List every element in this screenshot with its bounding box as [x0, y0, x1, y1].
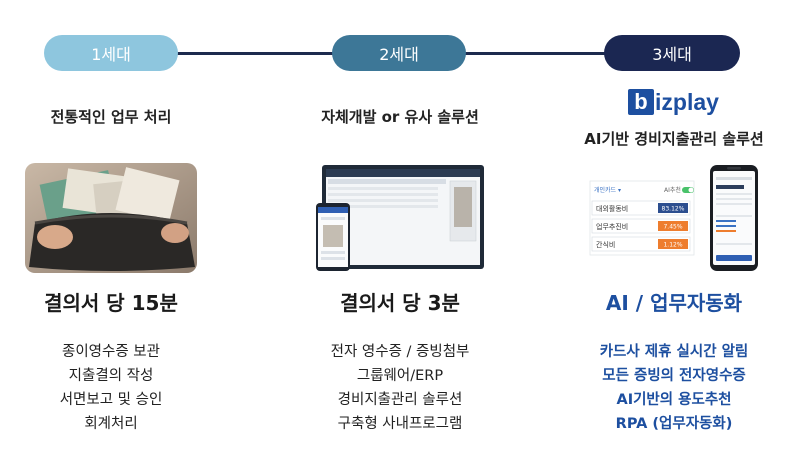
category-row-name: 간식비: [596, 240, 615, 249]
generation-2-pill: 2세대: [332, 35, 466, 71]
ai-toggle-label: AI추천: [664, 186, 681, 194]
feature-item: 그룹웨어/ERP: [356, 368, 444, 384]
feature-item: 카드사 제휴 실시간 알림: [599, 344, 749, 360]
category-row-name: 업무추진비: [596, 222, 628, 231]
app-card-header: 개인카드 ▾: [594, 186, 621, 194]
generation-2-features: 전자 영수증 / 증빙첨부 그룹웨어/ERP 경비지출관리 솔루션 구축형 사내…: [270, 340, 530, 436]
generation-3-features: 카드사 제휴 실시간 알림 모든 증빙의 전자영수증 AI기반의 용도추천 RP…: [544, 340, 800, 436]
feature-item: AI기반의 용도추천: [616, 392, 732, 408]
feature-item: 경비지출관리 솔루션: [337, 392, 463, 408]
category-row-name: 대외활동비: [596, 204, 628, 213]
feature-item: 종이영수증 보관: [62, 344, 160, 360]
category-row-pct: 7.45%: [663, 224, 682, 231]
category-row-pct: 1.12%: [663, 242, 682, 249]
category-row-pct: 83.12%: [662, 206, 685, 213]
generation-1-subtitle: 전통적인 업무 처리: [50, 108, 172, 126]
generation-2-subtitle: 자체개발 or 유사 솔루션: [321, 108, 479, 126]
generation-1-features: 종이영수증 보관 지출결의 작성 서면보고 및 승인 회계처리: [0, 340, 241, 436]
ai-recommendation-screenshot: 개인카드 ▾ AI추천 대외활동비 83.12% 업무추진비 7.45% 간식비…: [589, 165, 758, 271]
generation-3-subtitle: AI기반 경비지출관리 솔루션: [584, 130, 764, 148]
feature-item: 모든 증빙의 전자영수증: [602, 368, 746, 384]
feature-item: 구축형 사내프로그램: [337, 416, 463, 432]
feature-item: 서면보고 및 승인: [59, 392, 163, 408]
generation-1-pill: 1세대: [44, 35, 178, 71]
feature-item: 회계처리: [84, 416, 138, 432]
generation-2-time: 결의서 당 3분: [340, 291, 460, 315]
feature-item: 지출결의 작성: [68, 368, 154, 384]
wallet-receipts-photo: [25, 163, 197, 273]
generation-3-time: AI / 업무자동화: [605, 291, 743, 315]
feature-item: RPA (업무자동화): [615, 416, 733, 432]
desktop-mobile-screenshot: [316, 165, 484, 271]
feature-item: 전자 영수증 / 증빙첨부: [330, 344, 470, 360]
generation-1-time: 결의서 당 15분: [44, 291, 178, 315]
generation-3-pill: 3세대: [604, 35, 740, 71]
